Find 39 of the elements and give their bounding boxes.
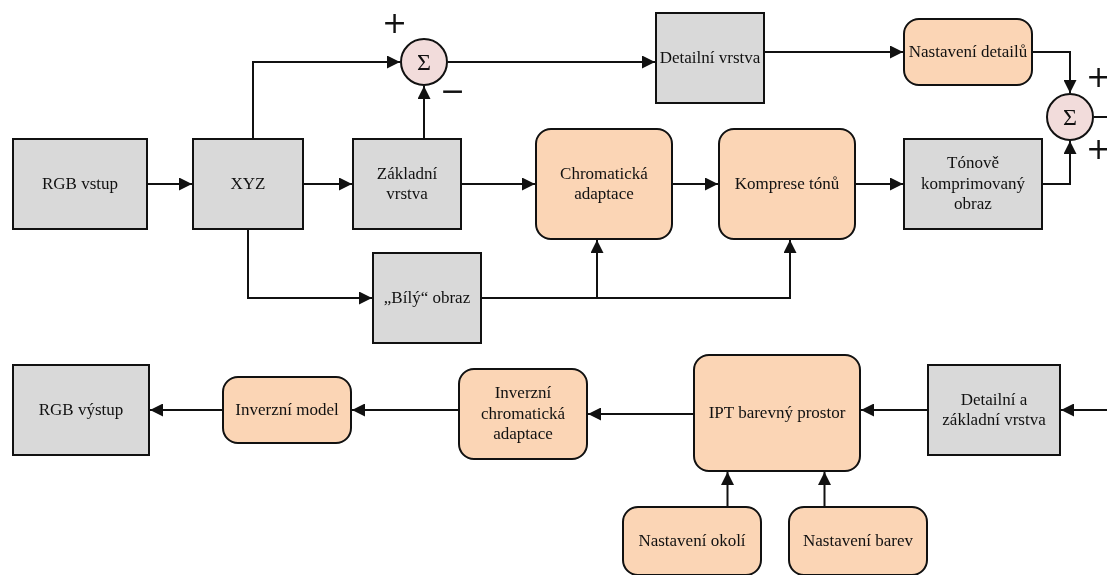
summing-junction: Σ (400, 38, 448, 86)
process-box: Základní vrstva (352, 138, 462, 230)
process-box: Nastavení barev (788, 506, 928, 575)
arrow (303, 177, 353, 191)
process-box: RGB výstup (12, 364, 150, 456)
process-box: Inverzní model (222, 376, 352, 444)
arrow (252, 55, 401, 139)
arrow (818, 471, 831, 507)
process-box: Tónově komprimovaný obraz (903, 138, 1043, 230)
process-box: Nastavení detailů (903, 18, 1033, 86)
arrow (351, 403, 459, 417)
process-box: RGB vstup (12, 138, 148, 230)
arrow (587, 407, 694, 421)
arrow (1032, 51, 1077, 94)
process-box: Komprese tónů (718, 128, 856, 240)
arrow (672, 177, 719, 191)
arrow (447, 55, 656, 69)
arrow (147, 177, 193, 191)
process-box: Detailní vrstva (655, 12, 765, 104)
arrow (149, 403, 223, 417)
sign-label: + (382, 8, 408, 38)
process-box: „Bílý“ obraz (372, 252, 482, 344)
arrow (481, 239, 797, 299)
process-box: Chromatická adaptace (535, 128, 673, 240)
arrow (247, 229, 373, 305)
process-box: Detailní a základní vrstva (927, 364, 1061, 456)
arrow (417, 85, 431, 139)
arrow (764, 45, 904, 59)
arrow (860, 403, 928, 417)
arrow (855, 177, 904, 191)
process-box: IPT barevný prostor (693, 354, 861, 472)
arrow (1060, 403, 1107, 417)
process-box: Nastavení okolí (622, 506, 762, 575)
process-box: Inverzní chromatická adaptace (458, 368, 588, 460)
process-box: XYZ (192, 138, 304, 230)
arrow (461, 177, 536, 191)
summing-junction: Σ (1046, 93, 1094, 141)
arrow (1042, 140, 1077, 185)
arrow (721, 471, 734, 507)
